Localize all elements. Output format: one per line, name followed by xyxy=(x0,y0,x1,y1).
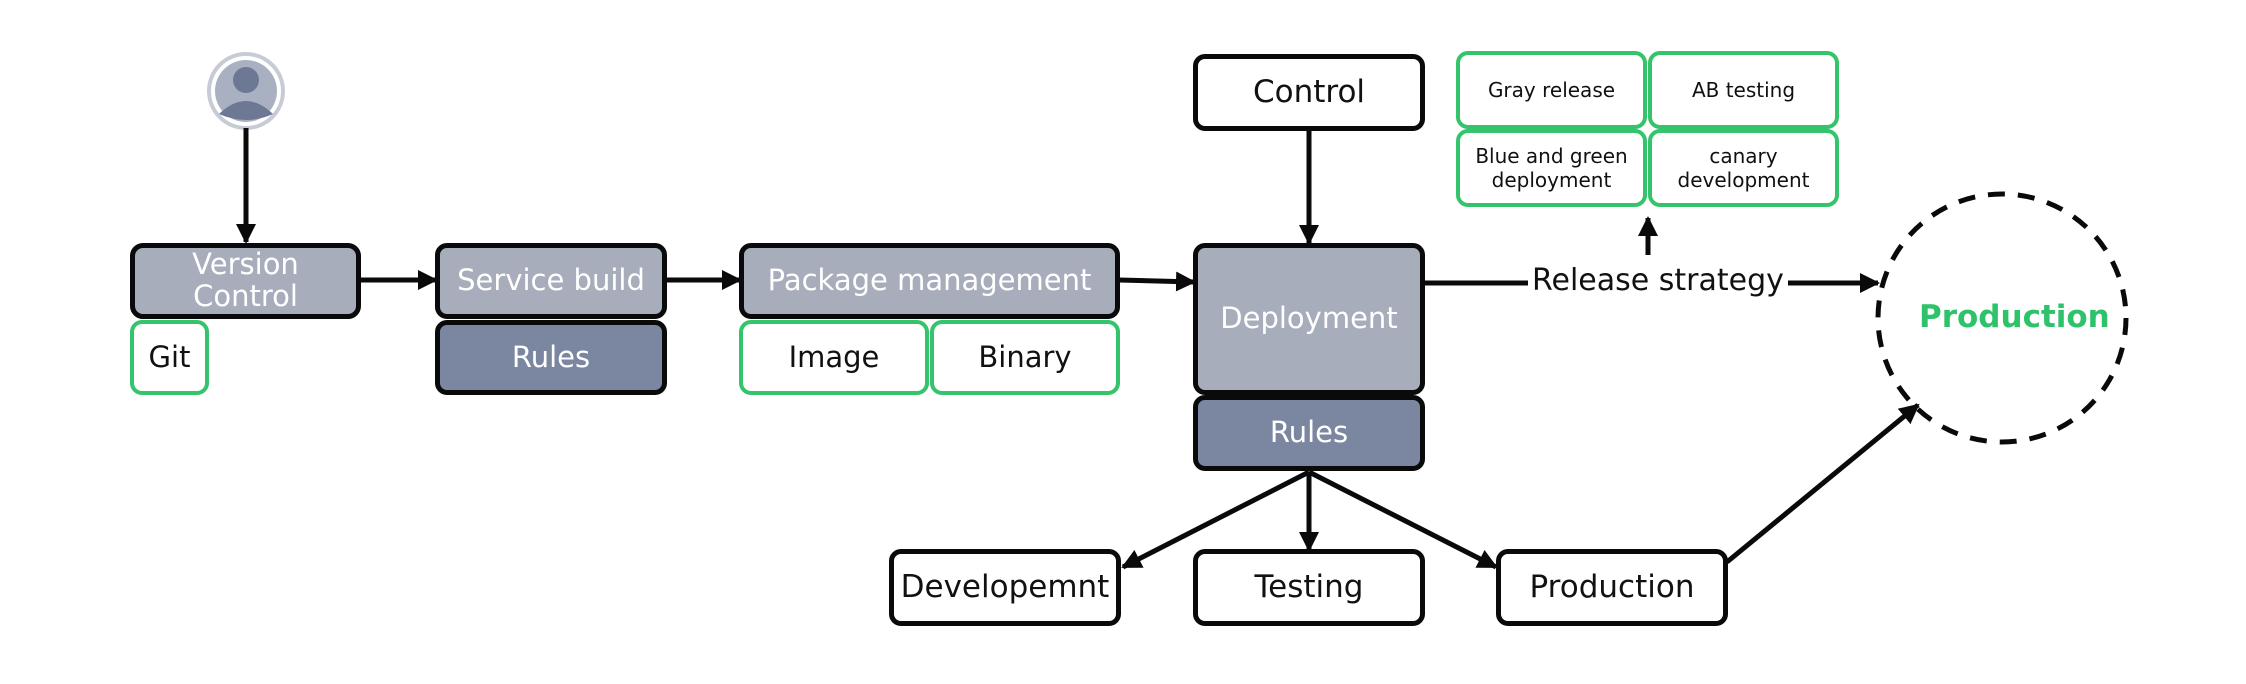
edge-rules-to-production xyxy=(1307,469,1498,570)
binary-label: Binary xyxy=(978,339,1072,374)
canary-label: canary development xyxy=(1677,144,1810,192)
canary-option: canary development xyxy=(1648,129,1839,207)
edge-package-to-deployment xyxy=(1118,271,1196,292)
blue-green-option: Blue and green deployment xyxy=(1456,129,1647,207)
ab-testing-option: AB testing xyxy=(1648,51,1839,129)
testing-label: Testing xyxy=(1254,569,1364,606)
package-management-label: Package management xyxy=(767,263,1092,298)
deployment-node: Deployment xyxy=(1193,243,1425,395)
production-env-node: Production xyxy=(1496,549,1728,626)
control-label: Control xyxy=(1252,74,1366,111)
testing-node: Testing xyxy=(1193,549,1425,626)
deployment-label: Deployment xyxy=(1220,301,1398,336)
ab-testing-label: AB testing xyxy=(1691,78,1796,102)
package-management-node: Package management xyxy=(739,243,1120,319)
deployment-rules-node: Rules xyxy=(1193,395,1425,471)
image-label: Image xyxy=(788,339,880,374)
gray-release-option: Gray release xyxy=(1456,51,1647,129)
control-node: Control xyxy=(1193,54,1425,131)
git-node: Git xyxy=(130,320,209,395)
binary-node: Binary xyxy=(930,320,1120,395)
user-avatar-icon xyxy=(207,52,285,130)
blue-green-label: Blue and green deployment xyxy=(1475,144,1628,192)
build-rules-node: Rules xyxy=(435,320,667,395)
version-control-node: Version Control xyxy=(130,243,361,319)
service-build-label: Service build xyxy=(457,263,645,298)
production-env-label: Production xyxy=(1529,569,1695,606)
deployment-rules-label: Rules xyxy=(1269,415,1349,450)
development-node: Developemnt xyxy=(889,549,1121,626)
production-target-circle xyxy=(1875,191,2129,445)
build-rules-label: Rules xyxy=(511,339,591,374)
release-strategy-label: Release strategy xyxy=(1528,263,1788,298)
image-node: Image xyxy=(739,320,929,395)
service-build-node: Service build xyxy=(435,243,667,319)
edge-production-to-target xyxy=(1725,403,1920,564)
edge-rules-to-development xyxy=(1121,469,1311,570)
gray-release-label: Gray release xyxy=(1487,78,1616,102)
production-target-label: Production xyxy=(1919,299,2110,335)
git-label: Git xyxy=(148,339,191,374)
development-label: Developemnt xyxy=(900,569,1110,606)
version-control-label: Version Control xyxy=(192,247,299,313)
